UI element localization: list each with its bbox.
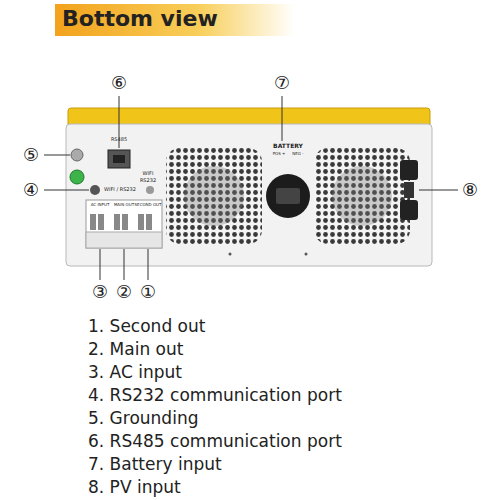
leader-line: [282, 96, 283, 141]
terminal: [138, 214, 144, 230]
list-item: 5. Grounding: [88, 409, 198, 428]
power-button: [70, 170, 84, 184]
fan: [184, 166, 244, 226]
pv-connector: [400, 160, 418, 180]
terminal-block: [86, 200, 162, 248]
screw: [146, 186, 154, 194]
pv-connector: [400, 200, 418, 220]
rs485-port: [113, 155, 125, 163]
list-item: 4. RS232 communication port: [88, 386, 342, 405]
terminal-text: MAIN OUT: [114, 203, 134, 207]
port-text: RS485: [111, 137, 127, 143]
callout-number: ⑥: [111, 73, 127, 93]
port-text: POS +: [273, 152, 286, 156]
port-text: NEG -: [292, 152, 303, 156]
leader-line: [124, 249, 125, 280]
callout-number: ⑦: [274, 73, 290, 93]
list-item: 6. RS485 communication port: [88, 432, 342, 451]
terminal: [146, 214, 152, 230]
leader-line: [44, 155, 70, 156]
terminal-text: SECOND OUT: [135, 203, 162, 207]
port-text: WIFI: [143, 171, 154, 177]
port-text: RS232: [140, 178, 156, 184]
leader-line: [100, 249, 101, 280]
callout-number: ③: [92, 282, 108, 302]
leader-line: [419, 190, 458, 191]
callout-number: ②: [116, 282, 132, 302]
callout-number: ⑤: [23, 145, 39, 165]
list-item: 3. AC input: [88, 363, 182, 382]
terminal: [98, 214, 104, 230]
fan: [332, 166, 392, 226]
battery-socket: [276, 188, 300, 204]
dot: [305, 253, 308, 256]
leader-line: [44, 190, 89, 191]
pv-connector: [404, 182, 414, 198]
leader-line: [148, 249, 149, 280]
terminal: [90, 214, 96, 230]
fan-grille: [166, 148, 262, 244]
callout-number: ④: [23, 180, 39, 200]
list-item: 7. Battery input: [88, 455, 222, 474]
terminal: [114, 214, 120, 230]
list-item: 8. PV input: [88, 478, 181, 497]
list-item: 2. Main out: [88, 340, 183, 359]
battery-connector: [266, 174, 310, 218]
housing: [66, 124, 432, 266]
rs485-port: [108, 150, 130, 168]
terminal: [122, 214, 128, 230]
dot: [229, 253, 232, 256]
port-text: BATTERY: [273, 143, 303, 150]
callout-number: ⑧: [462, 180, 478, 200]
rs232-port: [90, 185, 100, 195]
title-banner: [55, 4, 295, 36]
terminal-text: AC INPUT: [91, 203, 110, 207]
port-text: WIFI / RS232: [104, 187, 136, 193]
fan-grille: [314, 148, 410, 244]
grounding-screw: [71, 149, 83, 161]
terminal-cover: [86, 232, 162, 248]
title: Bottom view: [62, 7, 218, 31]
list-item: 1. Second out: [88, 317, 205, 336]
callout-number: ①: [140, 282, 156, 302]
